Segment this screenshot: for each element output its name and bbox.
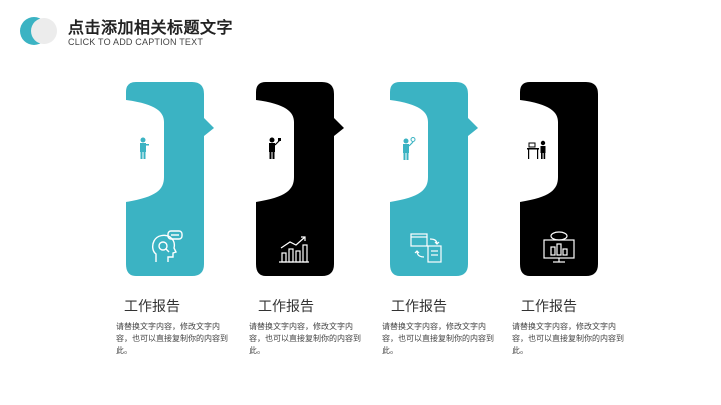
card-2-title: 工作报告 bbox=[258, 299, 314, 315]
thinking-head-icon bbox=[151, 230, 183, 262]
person-idea-icon bbox=[403, 137, 416, 160]
monitor-chart-icon bbox=[543, 231, 575, 263]
page-title: 点击添加相关标题文字 bbox=[68, 18, 234, 37]
desk-worker-icon bbox=[527, 140, 546, 159]
card-3-shape bbox=[390, 82, 478, 276]
card-2-desc: 请替换文字内容，修改文字内容，也可以直接复制你的内容到此。 bbox=[249, 322, 361, 355]
page-subtitle: CLICK TO ADD CAPTION TEXT bbox=[68, 37, 204, 47]
card-4-title: 工作报告 bbox=[521, 299, 577, 315]
bar-chart-icon bbox=[279, 236, 309, 263]
card-2-shape bbox=[256, 82, 344, 276]
card-1-desc: 请替换文字内容，修改文字内容，也可以直接复制你的内容到此。 bbox=[116, 322, 228, 355]
card-3-desc: 请替换文字内容，修改文字内容，也可以直接复制你的内容到此。 bbox=[382, 322, 494, 355]
card-1-shape bbox=[126, 82, 214, 276]
presenter-icon bbox=[269, 137, 281, 159]
card-4[interactable] bbox=[520, 82, 600, 276]
person-icon bbox=[140, 137, 149, 159]
card-1-title: 工作报告 bbox=[124, 299, 180, 315]
card-1[interactable] bbox=[126, 82, 214, 276]
card-4-shape bbox=[520, 82, 598, 276]
document-transfer-icon bbox=[410, 233, 442, 263]
card-3[interactable] bbox=[390, 82, 478, 276]
card-3-title: 工作报告 bbox=[391, 299, 447, 315]
card-4-desc: 请替换文字内容，修改文字内容，也可以直接复制你的内容到此。 bbox=[512, 322, 624, 355]
card-2[interactable] bbox=[256, 82, 344, 276]
logo-icon bbox=[20, 17, 57, 45]
